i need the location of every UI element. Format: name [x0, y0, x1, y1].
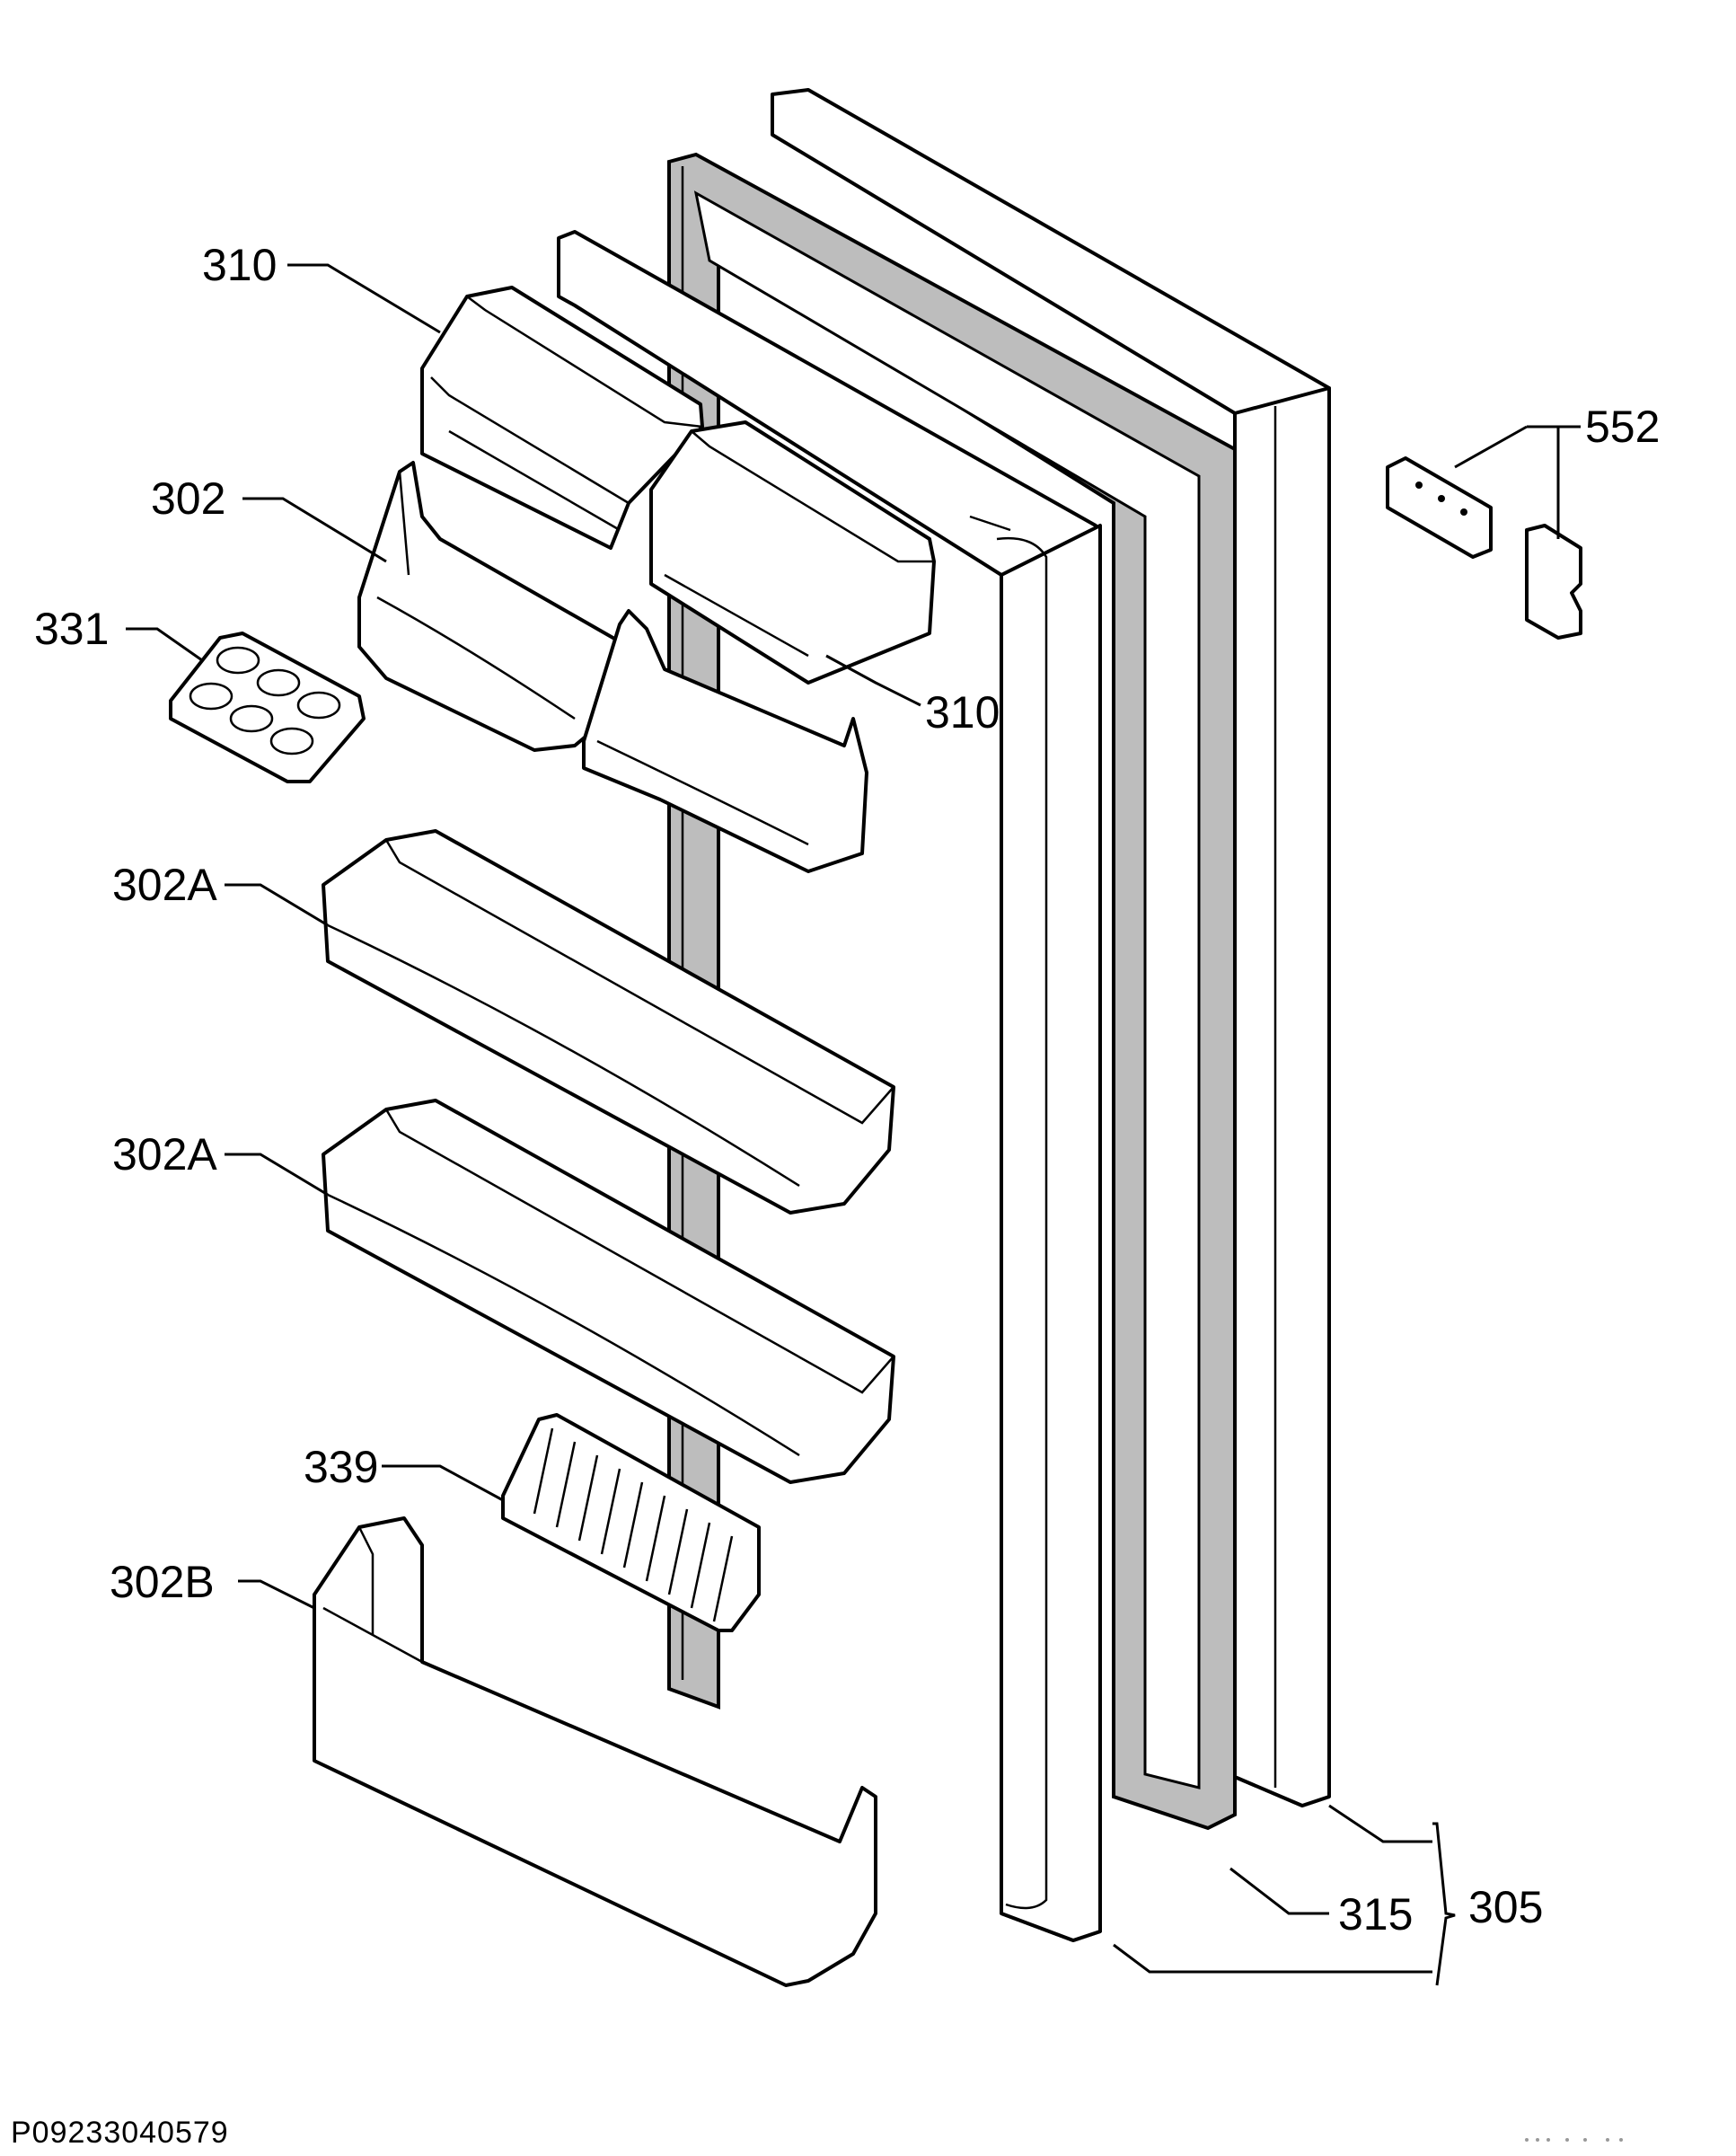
bottle-retainer-339: [501, 1413, 761, 1632]
dairy-compartment-left: [420, 286, 704, 550]
door-outer-panel: [771, 88, 1331, 1807]
door-gasket: [667, 152, 1237, 1831]
door-shelf-302b: [313, 1516, 877, 1987]
door-inner-liner: [557, 230, 1102, 1942]
drawing-code: P09233040579: [11, 2116, 229, 2150]
label-302a-lower: 302A: [112, 1129, 217, 1180]
label-315: 315: [1338, 1889, 1413, 1940]
dotted-marks: [1525, 2138, 1623, 2142]
dairy-compartment-right: [649, 420, 936, 685]
label-305: 305: [1468, 1882, 1543, 1932]
egg-tray-331: [169, 632, 366, 783]
part-labels: 310 302 331 310 552 302A 302A 339 302B 3…: [34, 240, 1660, 1940]
hinge-bracket-552: [1386, 456, 1582, 640]
leader-lines: [126, 263, 1581, 1986]
label-310-top: 310: [202, 240, 277, 290]
label-302: 302: [151, 473, 225, 524]
door-shelf-302a-upper: [322, 829, 895, 1215]
label-302a-upper: 302A: [112, 860, 217, 910]
door-shelf-302a-lower: [322, 1099, 895, 1484]
label-302b: 302B: [110, 1557, 215, 1607]
label-310-right: 310: [925, 687, 1000, 738]
label-339: 339: [304, 1442, 378, 1492]
door-shelf-302-right: [582, 609, 868, 873]
label-331: 331: [34, 604, 109, 654]
label-552: 552: [1585, 402, 1660, 452]
